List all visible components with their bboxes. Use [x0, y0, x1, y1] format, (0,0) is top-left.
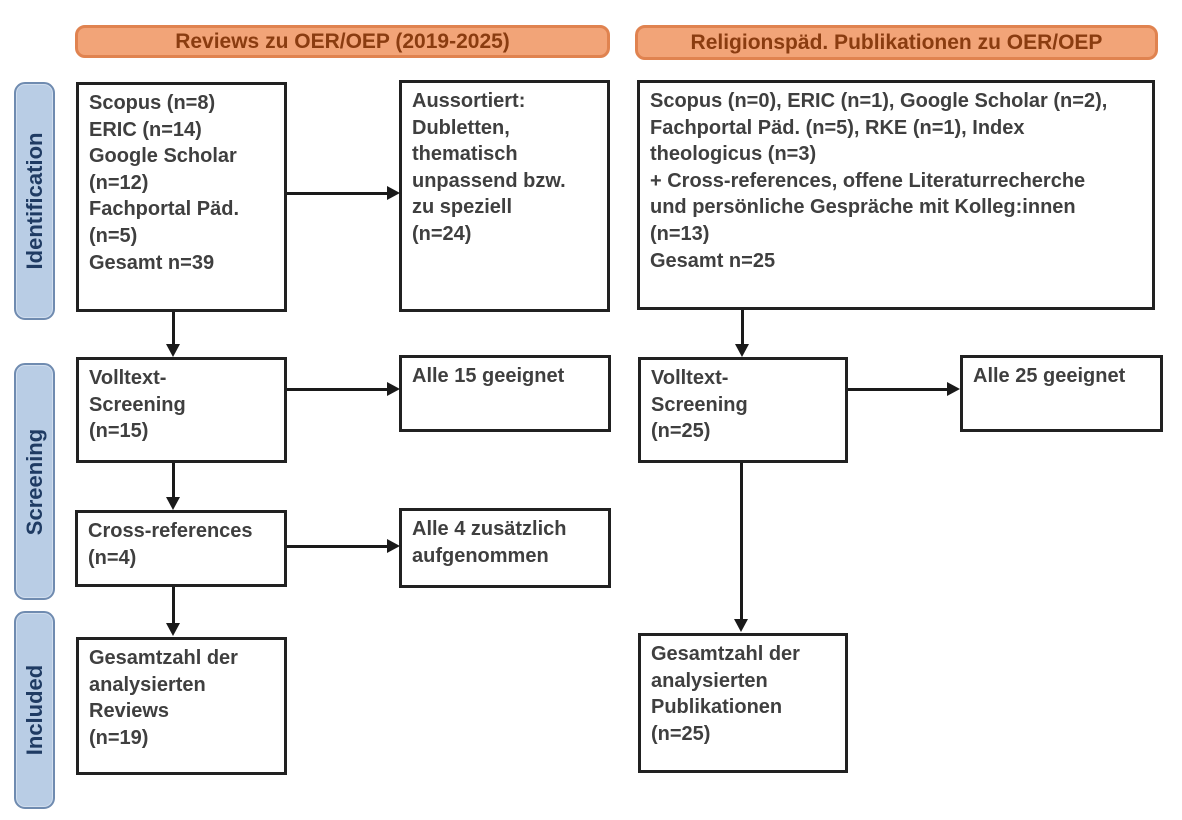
box-excluded-duplicates: Aussortiert: Dubletten, thematisch unpas…: [399, 80, 610, 312]
box-fulltext-screening-left: Volltext- Screening (n=15): [76, 357, 287, 463]
stage-label-identification: Identification: [14, 82, 55, 320]
box-cross-references: Cross-references (n=4): [75, 510, 287, 587]
box-all-4-added: Alle 4 zusätzlich aufgenommen: [399, 508, 611, 588]
column-header-reviews: Reviews zu OER/OEP (2019-2025): [75, 25, 610, 58]
box-total-reviews: Gesamtzahl der analysierten Reviews (n=1…: [76, 637, 287, 775]
box-sources-left: Scopus (n=8) ERIC (n=14) Google Scholar …: [76, 82, 287, 312]
stage-label-included-text: Included: [21, 664, 47, 756]
stage-label-identification-text: Identification: [21, 132, 47, 270]
box-total-publications: Gesamtzahl der analysierten Publikatione…: [638, 633, 848, 773]
box-all-25-eligible: Alle 25 geeignet: [960, 355, 1163, 432]
stage-label-included: Included: [14, 611, 55, 809]
stage-label-screening: Screening: [14, 363, 55, 600]
column-header-religionspaed: Religionspäd. Publikationen zu OER/OEP: [635, 25, 1158, 60]
box-sources-right: Scopus (n=0), ERIC (n=1), Google Scholar…: [637, 80, 1155, 310]
box-all-15-eligible: Alle 15 geeignet: [399, 355, 611, 432]
stage-label-screening-text: Screening: [21, 428, 47, 535]
box-fulltext-screening-right: Volltext- Screening (n=25): [638, 357, 848, 463]
